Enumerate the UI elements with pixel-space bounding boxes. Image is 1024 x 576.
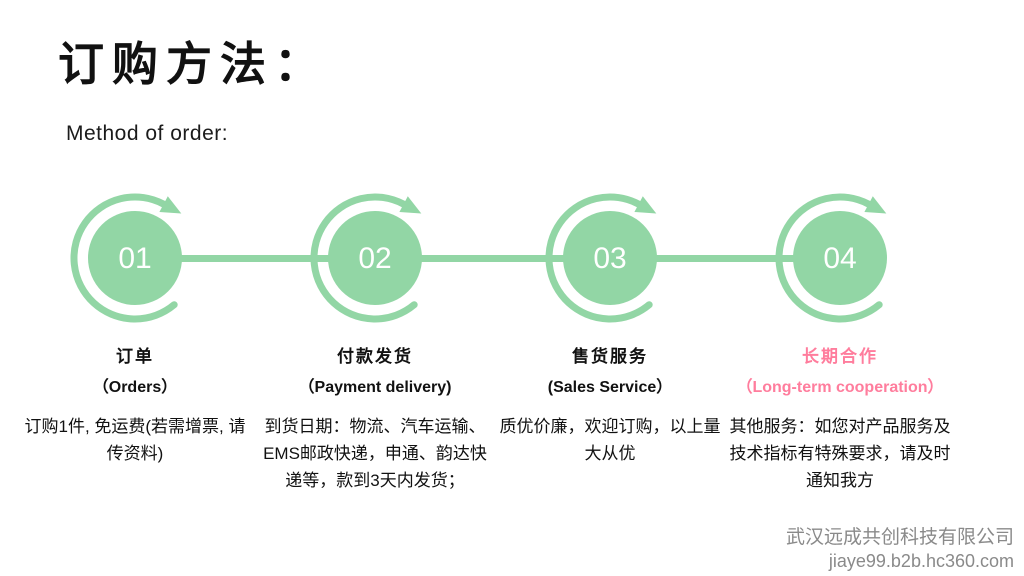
step-3: 03 售货服务 (Sales Service） 质优价廉，欢迎订购，以上量大从优 [495,188,725,467]
step-number: 03 [593,242,626,275]
step-body: 质优价廉，欢迎订购，以上量大从优 [499,417,721,464]
step-subheading: （Orders） [92,379,178,396]
step-circle-arrow-icon: 03 [545,193,657,323]
step-circle-arrow-icon: 02 [310,193,422,323]
step-subheading: （Long-term cooperation） [736,379,944,396]
step-number: 01 [118,242,151,275]
step-heading: 付款发货 [337,347,413,367]
step-2: 02 付款发货 （Payment delivery) 到货日期：物流、汽车运输、… [260,188,490,495]
step-subheading: (Sales Service） [547,379,673,396]
step-4: 04 长期合作 （Long-term cooperation） 其他服务：如您对… [725,188,955,495]
step-1: 01 订单 （Orders） 订购1件, 免运费(若需增票, 请传资料) [20,188,250,467]
step-circle-arrow-icon: 01 [70,193,182,323]
footer-watermark: 武汉远成共创科技有限公司 jiaye99.b2b.hc360.com [786,526,1014,572]
footer-website: jiaye99.b2b.hc360.com [828,550,1014,571]
connector-line [135,255,840,262]
page-title: 订购方法： [58,37,328,91]
footer-company: 武汉远成共创科技有限公司 [785,526,1014,548]
page-subtitle: Method of order: [66,122,229,145]
step-subheading: （Payment delivery) [298,379,452,396]
step-body: 订购1件, 免运费(若需增票, 请传资料) [24,417,246,464]
step-heading: 售货服务 [572,347,648,367]
step-number: 04 [823,242,856,275]
step-circle-arrow-icon: 04 [775,193,887,323]
step-heading: 长期合作 [802,347,878,367]
step-number: 02 [358,242,391,275]
step-heading: 订单 [116,347,154,367]
step-body: 其他服务：如您对产品服务及技术指标有特殊要求，请及时通知我方 [729,417,951,491]
step-body: 到货日期：物流、汽车运输、EMS邮政快递，申通、韵达快递等，款到3天内发货； [263,417,487,491]
